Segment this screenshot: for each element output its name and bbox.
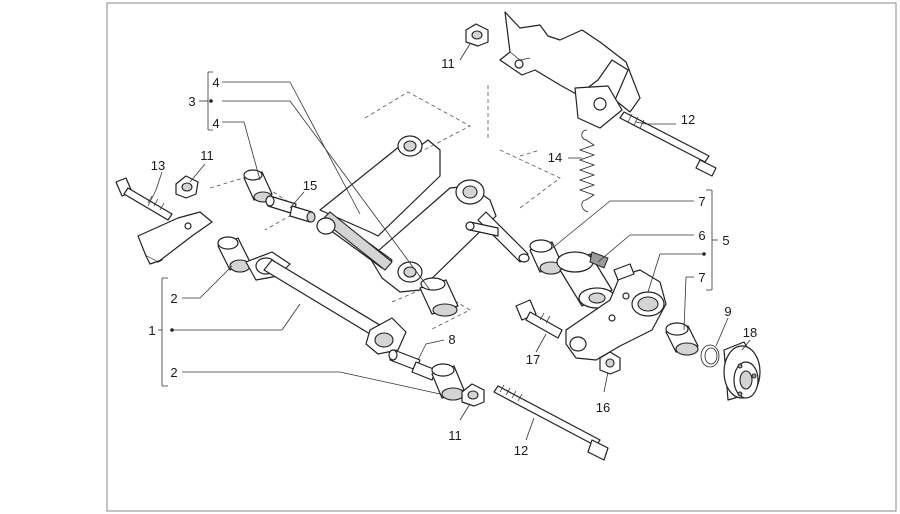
callout-11-left: 11 bbox=[200, 148, 214, 163]
callout-7-top: 7 bbox=[698, 194, 705, 209]
nut-11-left bbox=[175, 175, 199, 199]
callout-1: 1 bbox=[148, 323, 155, 338]
hub-cover-18 bbox=[723, 341, 761, 401]
callout-2-bottom: 2 bbox=[170, 365, 177, 380]
callout-2-top: 2 bbox=[170, 291, 177, 306]
circlip-9 bbox=[700, 344, 720, 368]
mounting-bracket-5 bbox=[565, 263, 667, 361]
nut-16 bbox=[599, 351, 621, 375]
pin-15 bbox=[265, 195, 316, 223]
pin-8 bbox=[388, 349, 437, 381]
callout-5: 5 bbox=[722, 233, 729, 248]
callout-8: 8 bbox=[448, 332, 455, 347]
callout-labels: 4 3 4 4 11 11 11 12 12 13 14 15 7 6 5 7 … bbox=[148, 56, 757, 458]
bracket-plate-left bbox=[137, 211, 213, 265]
callout-12-bottom: 12 bbox=[514, 443, 528, 458]
bolt-13 bbox=[115, 177, 173, 221]
callout-3: 3 bbox=[188, 94, 195, 109]
callout-9: 9 bbox=[724, 304, 731, 319]
bushing-4-center bbox=[419, 277, 459, 317]
frame-bracket bbox=[487, 11, 641, 140]
bolt-17 bbox=[515, 299, 563, 339]
silent-block-6 bbox=[556, 251, 616, 309]
callout-12-top: 12 bbox=[681, 112, 695, 127]
spring-14 bbox=[578, 129, 596, 213]
callout-18: 18 bbox=[743, 325, 757, 340]
callout-4-bottom: 4 bbox=[212, 116, 219, 131]
callout-7-bottom: 7 bbox=[698, 270, 705, 285]
callout-6: 6 bbox=[698, 228, 705, 243]
bushing-7-top bbox=[529, 239, 563, 275]
nut-11-bottom bbox=[461, 383, 485, 407]
axle-shaft-1 bbox=[245, 251, 407, 355]
bolt-12-bottom bbox=[493, 384, 609, 461]
bolt-12-top bbox=[619, 111, 717, 177]
swing-arm-link bbox=[316, 135, 530, 293]
callout-16: 16 bbox=[596, 400, 610, 415]
callout-15: 15 bbox=[303, 178, 317, 193]
diagram-frame bbox=[106, 2, 897, 512]
leader-lines bbox=[147, 43, 751, 441]
bushing-2-bottom bbox=[431, 363, 465, 401]
nut-11-top bbox=[465, 23, 489, 47]
callout-11-bottom: 11 bbox=[448, 428, 462, 443]
callout-17: 17 bbox=[526, 352, 540, 367]
callout-11-top: 11 bbox=[441, 56, 455, 71]
callout-4-top: 4 bbox=[212, 75, 219, 90]
callout-13: 13 bbox=[151, 158, 165, 173]
callout-14: 14 bbox=[548, 150, 562, 165]
bushing-2-left bbox=[217, 236, 251, 273]
bushing-7-right bbox=[665, 322, 699, 356]
bushing-4-left bbox=[243, 169, 273, 203]
